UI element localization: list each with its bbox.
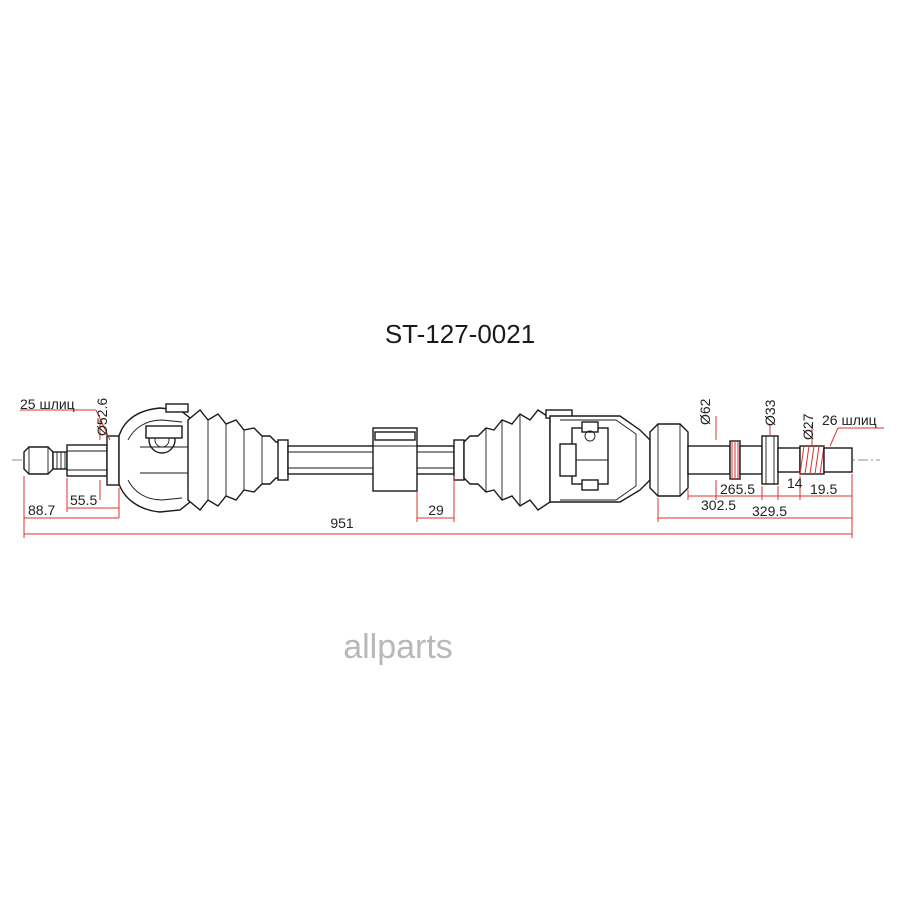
label-29: 29 [428, 502, 444, 518]
inner-stub-shaft [687, 445, 731, 475]
hub-nut [23, 446, 54, 475]
main-shaft [287, 445, 455, 475]
inner-boot-clamp-small [453, 439, 465, 481]
dimension-lines [20, 409, 884, 538]
label-951: 951 [330, 515, 354, 531]
label-dia-27: Ø27 [800, 413, 816, 440]
outer-boot [187, 409, 285, 511]
outer-shoulder [106, 435, 120, 486]
bearing-collar [761, 435, 779, 485]
outer-boot-clamp-small [277, 439, 289, 481]
watermark-text: allparts [343, 628, 453, 666]
outer-spline-shaft [66, 444, 108, 477]
dimension-labels: 25 шлиц Ø52.6 88.7 55.5 951 29 Ø62 Ø33 Ø… [20, 396, 877, 531]
tripod-spider [571, 427, 609, 485]
label-splines-right: 26 шлиц [822, 412, 877, 428]
drive-shaft-drawing [12, 403, 880, 513]
label-55-5: 55.5 [70, 492, 97, 508]
inner-flange [649, 423, 689, 497]
label-14: 14 [787, 475, 803, 491]
label-dia-33: Ø33 [762, 399, 778, 426]
label-88-7: 88.7 [28, 502, 55, 518]
part-number-title: ST-127-0021 [385, 319, 535, 349]
outer-boot-clamp-large [165, 403, 189, 413]
label-splines-left: 25 шлиц [20, 396, 75, 412]
label-302-5: 302.5 [701, 497, 736, 513]
outer-cv-joint [118, 407, 191, 513]
label-329-5: 329.5 [752, 503, 787, 519]
label-dia-62: Ø62 [697, 398, 713, 425]
inner-boot [463, 409, 551, 511]
label-265-5: 265.5 [720, 481, 755, 497]
label-dia-52-6: Ø52.6 [94, 398, 110, 436]
label-19-5: 19.5 [810, 481, 837, 497]
